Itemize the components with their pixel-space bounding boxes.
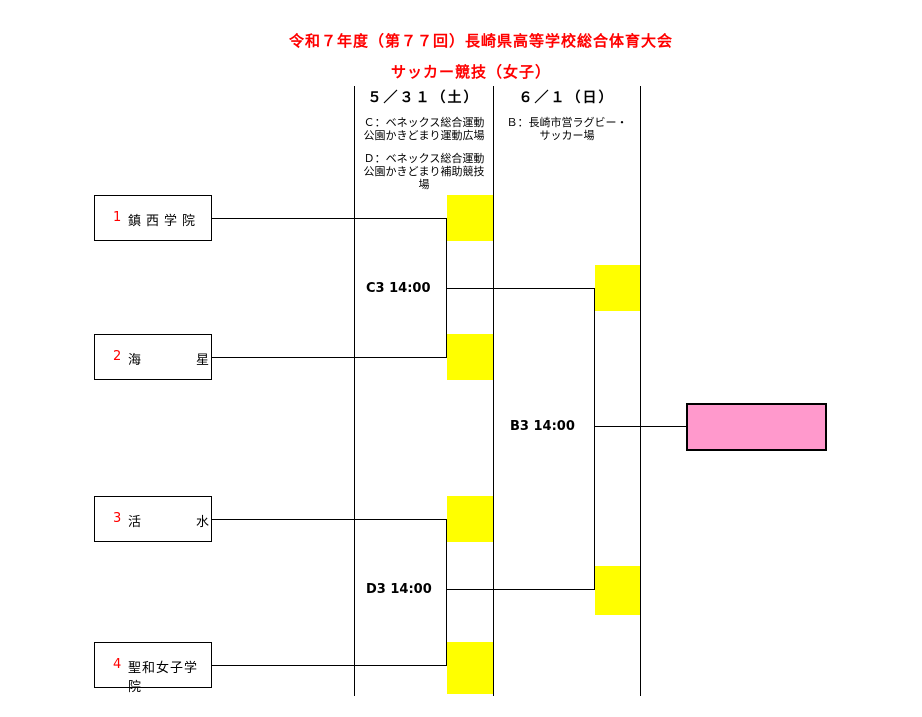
team-name: 活水 xyxy=(128,511,209,530)
bracket-line xyxy=(212,665,447,666)
seed-number: 4 xyxy=(113,657,122,672)
team-box-4: 4 聖和女子学院 xyxy=(94,642,212,695)
match-label-b3: B3 14:00 xyxy=(508,419,577,434)
match-label-d3: D3 14:00 xyxy=(364,582,434,597)
team-box-2: 2 海星 xyxy=(94,334,212,380)
team-box-1: 1 鎮西学院 xyxy=(94,195,212,241)
day2-date: ６／１（日） xyxy=(518,90,615,106)
team-name: 海星 xyxy=(128,349,209,368)
team-name-char: 星 xyxy=(195,353,209,368)
venue-b: Ｂ：長崎市営ラグビー・サッカー場 xyxy=(506,116,628,142)
bracket-line xyxy=(446,519,447,666)
tournament-title: 令和７年度（第７７回）長崎県高等学校総合体育大会 xyxy=(288,32,673,50)
venue-c: Ｃ：ベネックス総合運動公園かきどまり運動広場 xyxy=(363,116,485,142)
bracket-line xyxy=(446,589,595,590)
column-divider xyxy=(493,86,494,696)
score-box xyxy=(447,642,493,694)
score-box xyxy=(595,566,640,615)
column-divider xyxy=(354,86,355,696)
bracket-line xyxy=(594,426,687,427)
bracket-line xyxy=(212,357,447,358)
score-box xyxy=(447,496,493,542)
team-name-char: 海 xyxy=(128,353,142,368)
seed-number: 3 xyxy=(113,511,122,526)
match-label-c3: C3 14:00 xyxy=(364,281,433,296)
team-name-char: 水 xyxy=(195,515,209,530)
team-box-3: 3 活水 xyxy=(94,496,212,542)
bracket-line xyxy=(594,288,595,590)
score-box xyxy=(447,195,493,241)
score-box xyxy=(447,334,493,380)
champion-box xyxy=(686,403,827,451)
bracket-line xyxy=(446,288,595,289)
seed-number: 2 xyxy=(113,349,122,364)
column-divider xyxy=(640,86,641,696)
team-name: 聖和女子学院 xyxy=(128,661,199,695)
team-name-char: 活 xyxy=(128,515,142,530)
bracket-line xyxy=(212,218,447,219)
bracket-line xyxy=(212,519,447,520)
event-subtitle: サッカー競技（女子） xyxy=(390,63,551,81)
seed-number: 1 xyxy=(113,210,122,225)
team-name: 鎮西学院 xyxy=(128,214,201,229)
venue-d: Ｄ：ベネックス総合運動公園かきどまり補助競技場 xyxy=(363,152,485,191)
score-box xyxy=(595,265,640,311)
day1-date: ５／３１（土） xyxy=(367,90,480,106)
